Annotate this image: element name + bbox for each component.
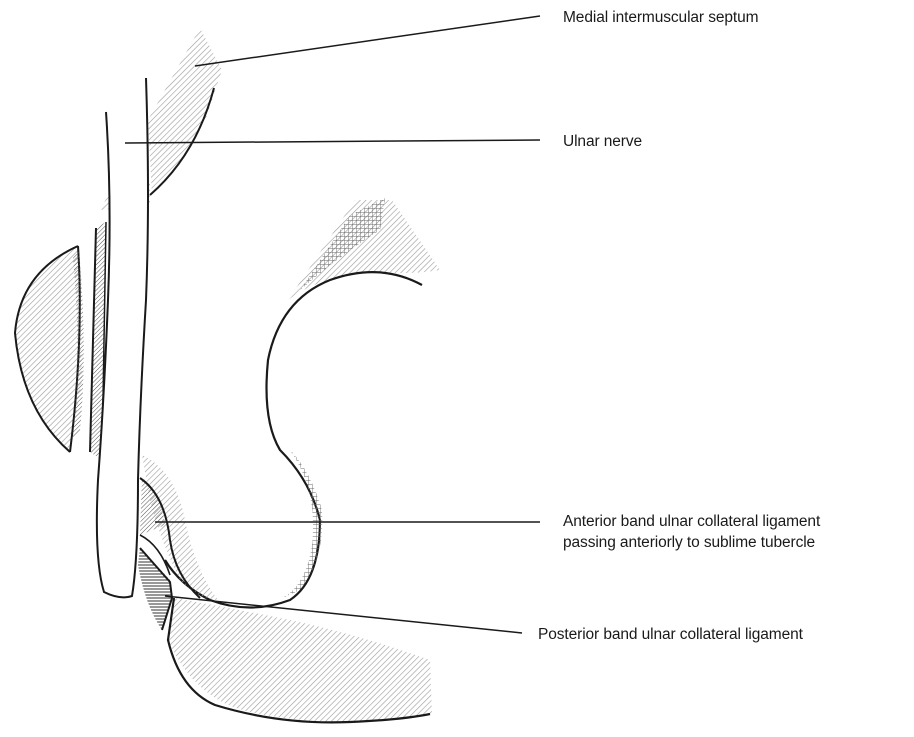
label-ulnar-nerve: Ulnar nerve bbox=[563, 131, 642, 152]
trochlea-outline bbox=[165, 198, 440, 608]
label-anterior-band-line1: Anterior band ulnar collateral ligament bbox=[563, 511, 820, 532]
medial-epicondyle bbox=[14, 246, 84, 452]
label-anterior-band: Anterior band ulnar collateral ligament … bbox=[563, 511, 820, 553]
label-medial-intermuscular-septum: Medial intermuscular septum bbox=[563, 7, 758, 28]
ulna bbox=[168, 598, 432, 722]
posterior-band-ucl bbox=[138, 548, 172, 630]
label-posterior-band: Posterior band ulnar collateral ligament bbox=[538, 624, 803, 645]
leader-septum bbox=[195, 16, 540, 66]
label-anterior-band-line2: passing anteriorly to sublime tubercle bbox=[563, 532, 820, 553]
